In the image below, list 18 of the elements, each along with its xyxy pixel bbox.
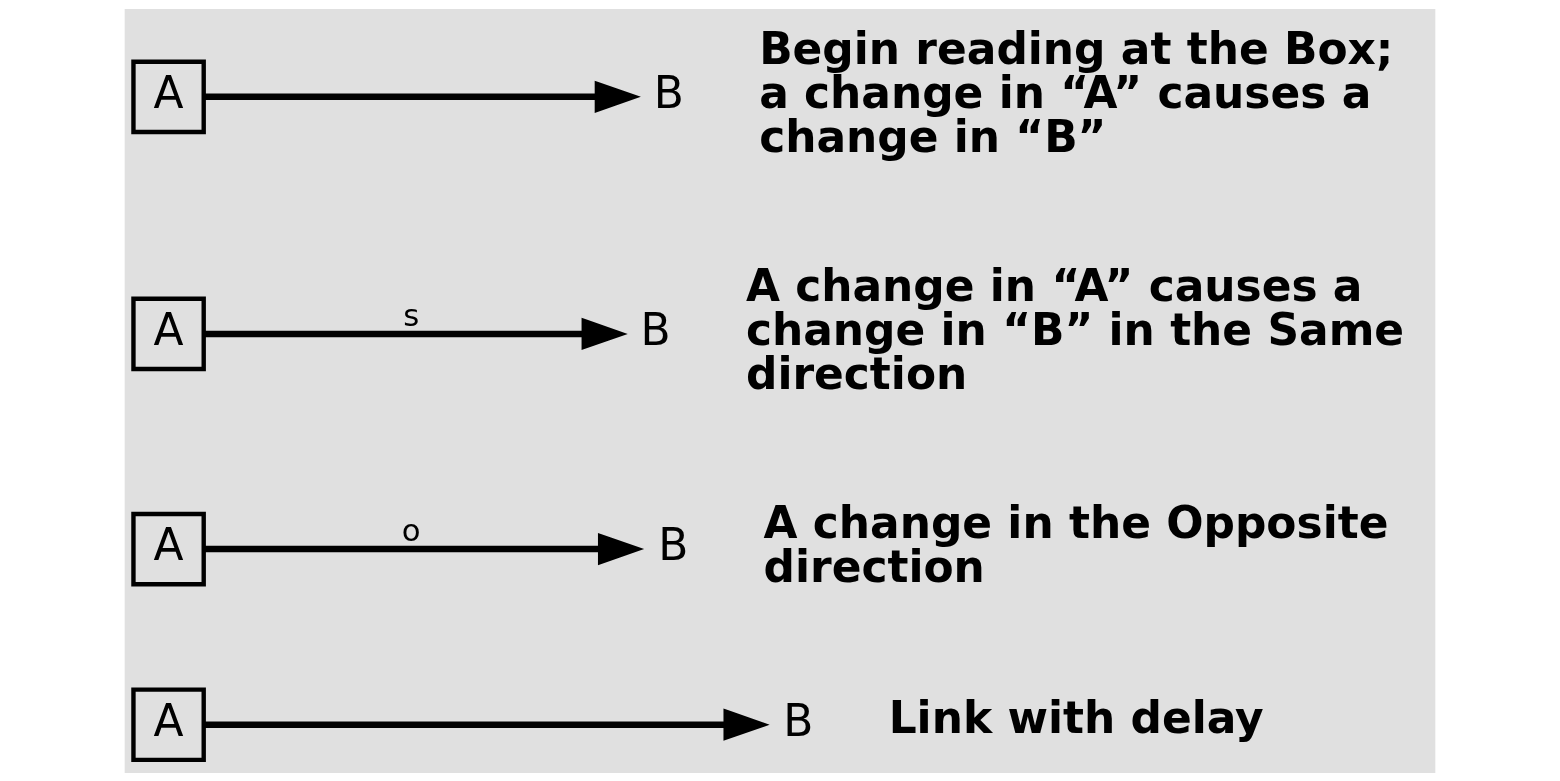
edge-label: s [403,296,420,333]
node-box: A [131,59,206,134]
node-text: B [653,66,684,118]
edge-label: o [401,511,421,548]
node-label: A change in “A” causes a change in “B” in the Same direction [745,259,1405,399]
node-label: Link with delay [888,691,1264,743]
node-label: Begin reading at the Box; a change in “A” causes a change in “B” [759,22,1394,162]
arrow [204,317,628,350]
node-box: A [131,511,206,586]
node-box: A [131,686,206,762]
arrow [204,80,641,113]
node-box: A [131,296,206,371]
node-label: A change in the Opposite direction [763,496,1389,592]
arrow [204,708,770,741]
node-text: B [640,303,671,355]
node-text: B [658,518,689,570]
node-text: B [783,694,814,746]
arrow [204,532,645,565]
